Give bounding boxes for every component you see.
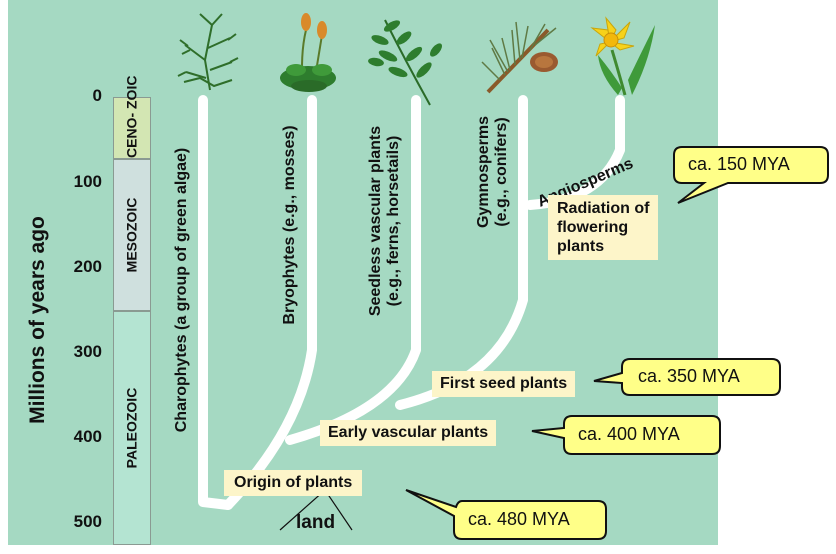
callout-480 — [405, 489, 607, 540]
event-radiation-line1: Radiation of — [557, 200, 650, 217]
callout-400-text: ca. 400 MYA — [578, 424, 680, 444]
tick-label-100: 100 — [73, 172, 102, 191]
era-cenozoic: CENO- ZOIC — [113, 76, 151, 159]
event-first-seed-plants: First seed plants — [432, 371, 576, 397]
tick-label-0: 0 — [92, 86, 102, 105]
callout-350 — [593, 358, 781, 396]
event-radiation-line2: flowering — [557, 219, 629, 236]
label-seedless-line1: Seedless vascular plants — [367, 125, 384, 317]
event-radiation-line3: plants — [557, 238, 605, 255]
label-gymnosperms-line2: (e.g., conifers) — [493, 117, 510, 227]
land-label: land — [296, 512, 336, 533]
branch-charophytes — [198, 95, 233, 510]
green-alga-icon — [177, 13, 239, 91]
tick-label-400: 400 — [73, 427, 102, 446]
label-gymnosperms: Gymnosperms (e.g., conifers) — [475, 116, 511, 228]
callout-480-text: ca. 480 MYA — [468, 509, 570, 529]
callout-350-text: ca. 350 MYA — [638, 366, 740, 386]
moss-icon — [280, 13, 336, 92]
daffodil-icon — [590, 16, 655, 96]
label-charophytes: Charophytes (a group of green algae) — [173, 147, 190, 433]
event-radiation-flowering: Radiation of flowering plants — [548, 195, 659, 260]
branch-bryophytes — [223, 95, 317, 510]
label-gymnosperms-line1: Gymnosperms — [475, 115, 492, 229]
era-paleozoic: PALEOZOIC — [113, 311, 151, 545]
label-seedless-vascular: Seedless vascular plants (e.g., ferns, h… — [367, 126, 403, 316]
pine-branch-icon — [481, 21, 558, 94]
callout-150 — [673, 146, 829, 204]
callout-150-text: ca. 150 MYA — [688, 154, 790, 174]
branch-gymnosperms — [395, 95, 528, 410]
era-mesozoic: MESOZOIC — [113, 159, 151, 311]
tick-label-300: 300 — [73, 342, 102, 361]
tick-label-500: 500 — [73, 512, 102, 531]
callout-400 — [531, 415, 721, 455]
label-bryophytes: Bryophytes (e.g., mosses) — [281, 125, 298, 325]
fern-icon — [368, 19, 442, 106]
branch-angiosperms — [525, 95, 625, 210]
branch-seedless-vascular — [285, 95, 421, 445]
tick-label-200: 200 — [73, 257, 102, 276]
event-origin-of-plants: Origin of plants — [224, 470, 363, 496]
label-seedless-line2: (e.g., ferns, horsetails) — [385, 135, 402, 307]
event-early-vascular-plants: Early vascular plants — [320, 420, 497, 446]
